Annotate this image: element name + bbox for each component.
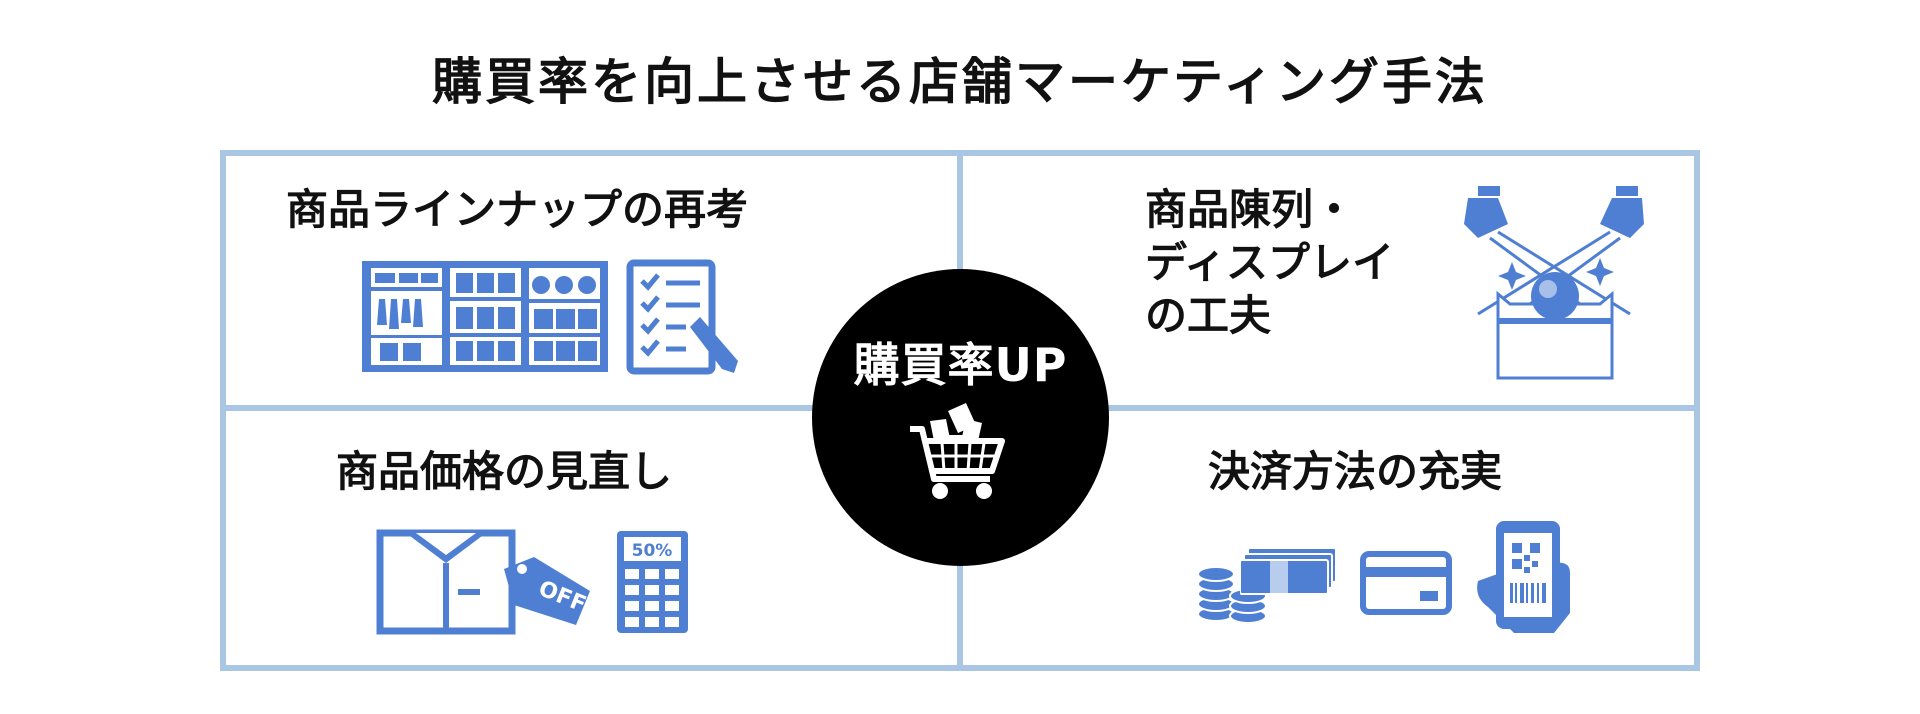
center-label: 購買率UP bbox=[853, 338, 1068, 392]
center-circle: 購買率UP bbox=[812, 269, 1109, 566]
page-title: 購買率を向上させる店舗マーケティング手法 bbox=[432, 53, 1488, 111]
quadrant-title-line: 決済方法の充実 bbox=[1208, 447, 1503, 496]
quadrant-title-price: 商品価格の見直し bbox=[336, 445, 672, 498]
quadrant-title-line: 商品ラインナップの再考 bbox=[286, 185, 749, 234]
quadrant-title-payment: 決済方法の充実 bbox=[1208, 445, 1502, 498]
quadrant-title-line: ディスプレイ bbox=[1145, 238, 1395, 287]
spotlight-display-icon bbox=[1464, 186, 1644, 380]
quadrant-title-line: の工夫 bbox=[1145, 291, 1272, 340]
shopping-cart-icon bbox=[910, 403, 1005, 499]
store-shelf-icon bbox=[362, 261, 608, 372]
quadrant-title-line: 商品価格の見直し bbox=[336, 447, 673, 496]
credit-card-icon bbox=[1360, 551, 1452, 615]
quadrant-title-line: 商品陳列・ bbox=[1145, 185, 1356, 234]
checklist-icon bbox=[626, 259, 738, 375]
calculator-display: 50% bbox=[632, 541, 673, 561]
cash-icon bbox=[1240, 547, 1337, 595]
quadrant-title-display: 商品陳列・ ディスプレイ の工夫 bbox=[1145, 183, 1394, 342]
quadrant-title-lineup: 商品ラインナップの再考 bbox=[286, 183, 748, 236]
smartphone-payment-icon bbox=[1477, 521, 1570, 633]
calculator-icon: 50% bbox=[617, 531, 688, 633]
coins-icon bbox=[1197, 566, 1267, 624]
shirt-off-tag-icon: OFF bbox=[376, 529, 590, 635]
